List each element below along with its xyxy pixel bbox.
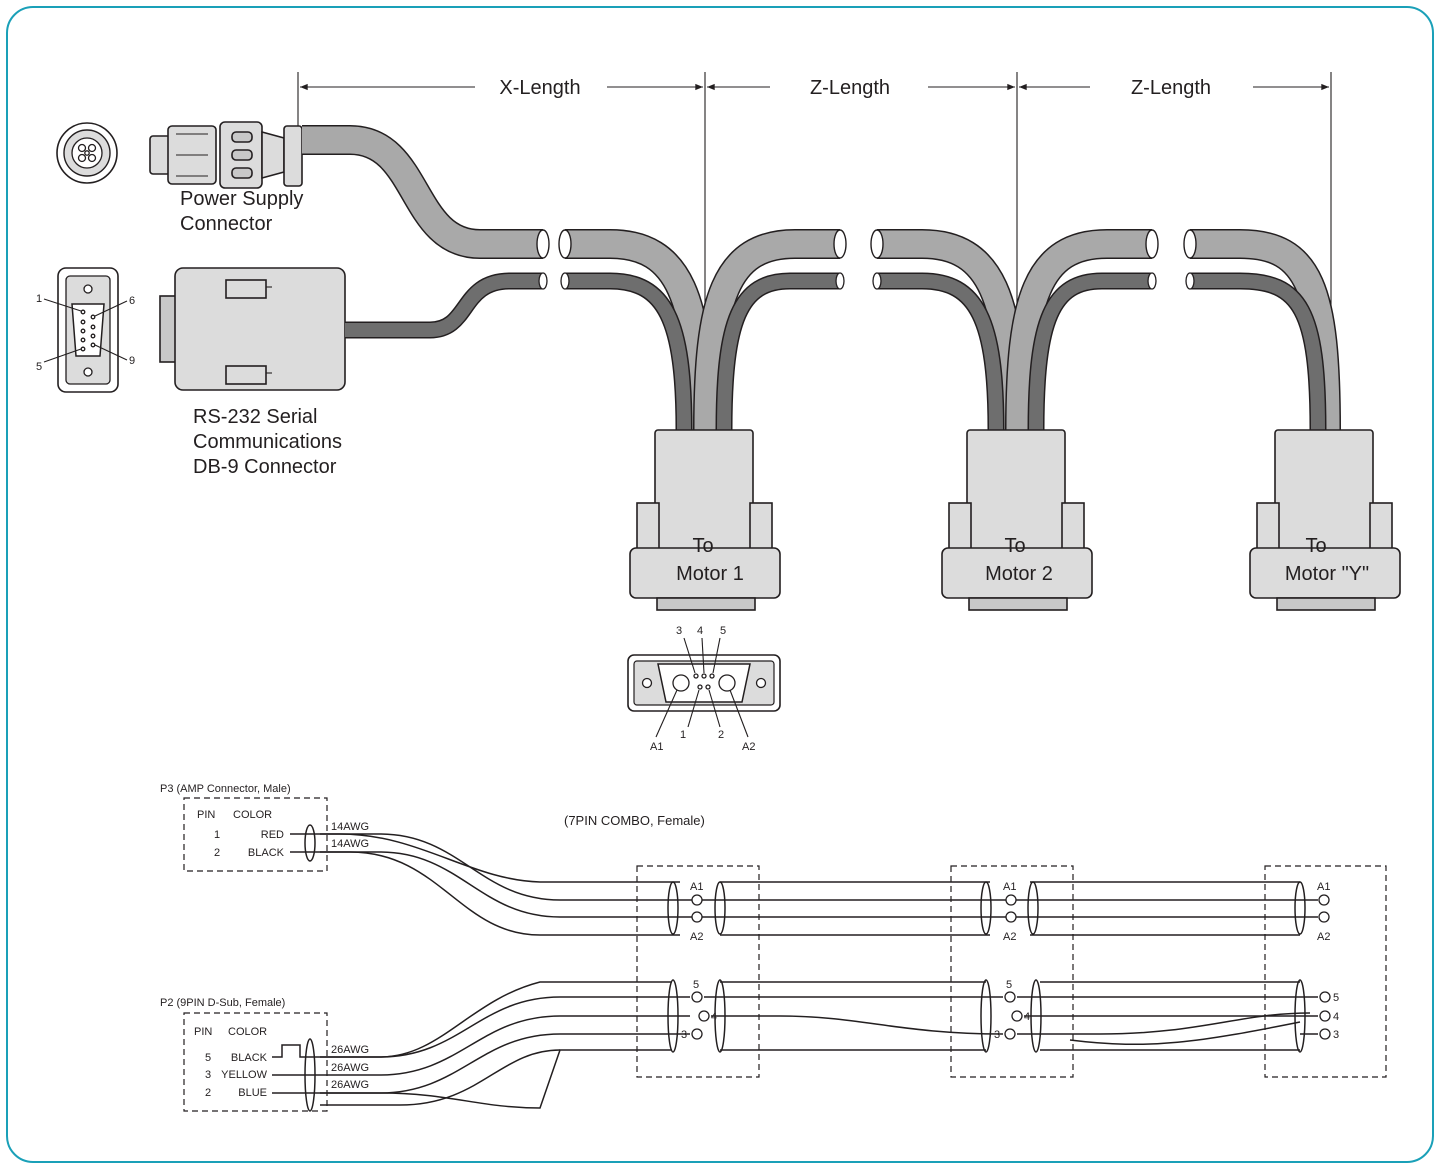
combo-box-motor-2 — [950, 865, 1074, 1078]
m2-pin-4-label: 4 — [1024, 1011, 1030, 1023]
x-length-label: X-Length — [499, 77, 580, 99]
m2-a1-label: A1 — [1003, 881, 1016, 893]
m2-a2-label: A2 — [1003, 931, 1016, 943]
my-pin-5-label: 5 — [1333, 992, 1339, 1004]
p2-row-1-pin: 5 — [205, 1052, 211, 1064]
z-length-label-1: Z-Length — [810, 77, 890, 99]
m2-pin-3-label: 3 — [994, 1029, 1000, 1041]
p2-box — [183, 1012, 328, 1112]
power-terminals — [691, 894, 1330, 923]
p2-row-2-awg: 26AWG — [331, 1062, 369, 1074]
power-supply-label-2: Connector — [180, 213, 273, 235]
m1-pin-3-label: 3 — [681, 1029, 687, 1041]
combo-box-motor-y — [1264, 865, 1387, 1078]
combo-connector-face — [627, 637, 781, 738]
combo-title: (7PIN COMBO, Female) — [564, 813, 705, 828]
my-pin-3-label: 3 — [1333, 1029, 1339, 1041]
p3-row-2-pin: 2 — [214, 847, 220, 859]
combo-pin-2: 2 — [718, 729, 724, 741]
p3-row-1-awg: 14AWG — [331, 821, 369, 833]
rs232-label-3: DB-9 Connector — [193, 456, 337, 478]
p2-row-3-awg: 26AWG — [331, 1079, 369, 1091]
db9-pin-9: 9 — [129, 355, 135, 367]
combo-pin-a2: A2 — [742, 741, 755, 753]
p2-title: P2 (9PIN D-Sub, Female) — [160, 997, 285, 1009]
motor-1-label-1: To — [692, 535, 713, 557]
motor-y-label-2: Motor "Y" — [1285, 563, 1369, 585]
motor-2-label-1: To — [1004, 535, 1025, 557]
db9-pin-5: 5 — [36, 361, 42, 373]
motor-2-connector — [941, 429, 1093, 611]
p2-row-3-color: BLUE — [238, 1087, 267, 1099]
db9-pin-1: 1 — [36, 293, 42, 305]
p3-row-2-color: BLACK — [248, 847, 285, 859]
combo-pin-3: 3 — [676, 625, 682, 637]
power-wires — [290, 824, 1318, 936]
my-a2-label: A2 — [1317, 931, 1330, 943]
m1-a2-label: A2 — [690, 931, 703, 943]
m1-a1-label: A1 — [690, 881, 703, 893]
p3-title: P3 (AMP Connector, Male) — [160, 783, 291, 795]
rs232-label-2: Communications — [193, 431, 342, 453]
power-connector-face — [56, 122, 118, 184]
power-connector-body — [149, 121, 303, 189]
p2-row-3-pin: 2 — [205, 1087, 211, 1099]
p3-row-2-awg: 14AWG — [331, 838, 369, 850]
p3-row-1-pin: 1 — [214, 829, 220, 841]
motor-1-label-2: Motor 1 — [676, 563, 744, 585]
p2-color-header: COLOR — [228, 1026, 267, 1038]
power-supply-label-1: Power Supply — [180, 188, 303, 210]
combo-pin-a1: A1 — [650, 741, 663, 753]
p2-row-1-awg: 26AWG — [331, 1044, 369, 1056]
m2-pin-5-label: 5 — [1006, 979, 1012, 991]
rs232-label-1: RS-232 Serial — [193, 406, 318, 428]
z-length-label-2: Z-Length — [1131, 77, 1211, 99]
combo-pin-4: 4 — [697, 625, 703, 637]
p3-row-1-color: RED — [261, 829, 284, 841]
db9-connector-face — [43, 267, 128, 393]
p3-color-header: COLOR — [233, 809, 272, 821]
motor-y-connector — [1249, 429, 1401, 611]
signal-terminals — [691, 991, 1331, 1040]
p2-row-2-pin: 3 — [205, 1069, 211, 1081]
signal-wires — [272, 979, 1318, 1112]
combo-pin-1: 1 — [680, 729, 686, 741]
motor-2-label-2: Motor 2 — [985, 563, 1053, 585]
p2-row-1-color: BLACK — [231, 1052, 268, 1064]
motor-1-cable-bundle — [558, 229, 847, 431]
p3-pin-header: PIN — [197, 809, 215, 821]
db9-pin-6: 6 — [129, 295, 135, 307]
p2-row-2-color: YELLOW — [221, 1069, 267, 1081]
motor-2-cable-bundle — [870, 229, 1159, 431]
my-a1-label: A1 — [1317, 881, 1330, 893]
p2-pin-header: PIN — [194, 1026, 212, 1038]
motor-y-label-1: To — [1305, 535, 1326, 557]
combo-pin-5: 5 — [720, 625, 726, 637]
dimension-lines: X-Length Z-Length Z-Length — [297, 72, 1332, 440]
combo-box-motor-1 — [636, 865, 760, 1078]
m1-pin-5-label: 5 — [693, 979, 699, 991]
m1-pin-4-label: 4 — [711, 1011, 717, 1023]
p3-box — [183, 797, 328, 872]
my-pin-4-label: 4 — [1333, 1011, 1339, 1023]
db9-connector-body — [159, 267, 346, 391]
motor-y-cable-bundle — [1183, 229, 1341, 431]
motor-1-connector — [629, 429, 781, 611]
